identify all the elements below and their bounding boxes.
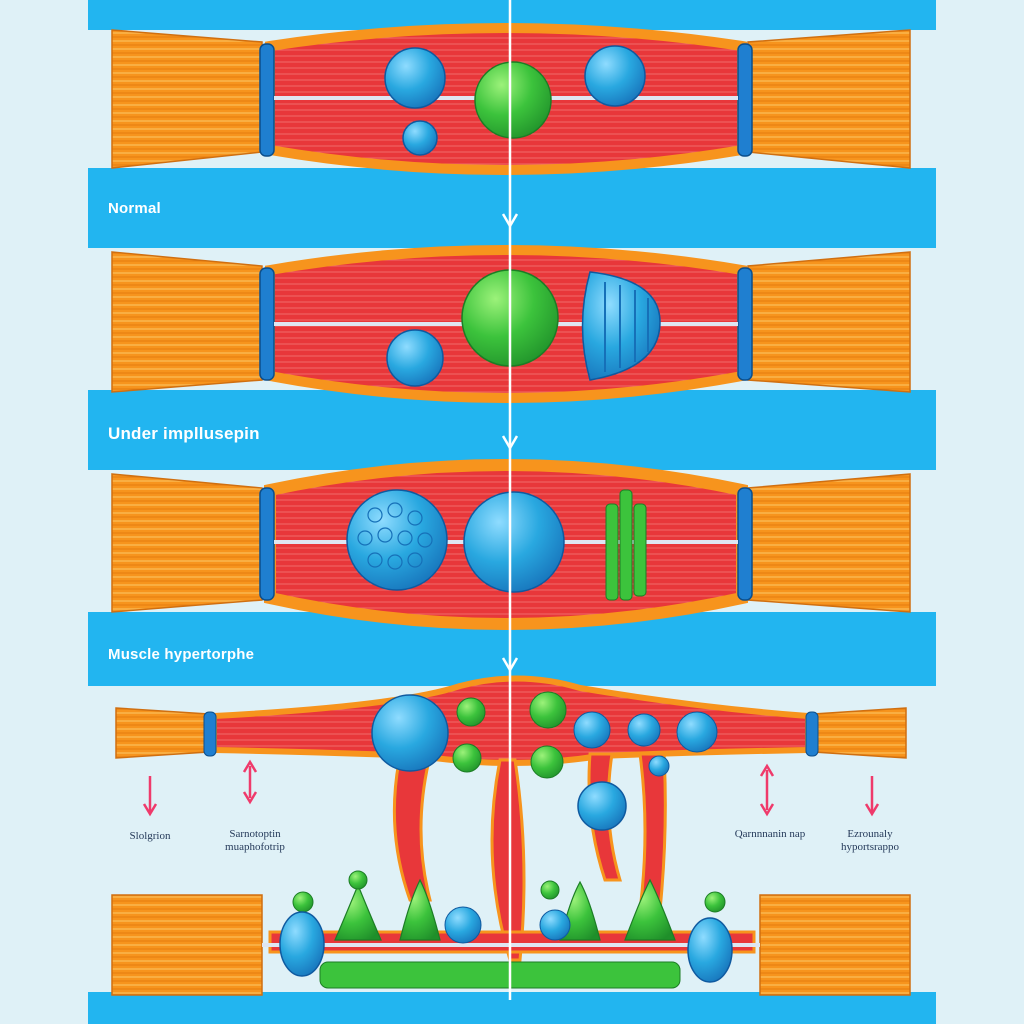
fiber-normal bbox=[111, 23, 911, 175]
blue-cell bbox=[463, 491, 565, 593]
blue-textured-cell bbox=[346, 489, 448, 591]
blue-cell-small bbox=[573, 711, 611, 749]
muscle-strand bbox=[490, 758, 526, 962]
note-left-2: Sarnotoptin muaphofotrip bbox=[225, 828, 285, 853]
arrow-down-icon bbox=[864, 776, 880, 817]
tendon-right bbox=[747, 251, 911, 393]
band-clip-left bbox=[259, 43, 275, 157]
tendon-right bbox=[747, 29, 911, 169]
tendon-left bbox=[115, 707, 209, 759]
cell-texture bbox=[357, 502, 433, 570]
blue-cell-small bbox=[386, 329, 444, 387]
bottom-band bbox=[88, 992, 936, 1024]
blue-cell bbox=[384, 47, 446, 109]
pink-arrows bbox=[142, 759, 880, 817]
tendon-right-bottom bbox=[759, 894, 911, 996]
blue-cell-small bbox=[676, 711, 718, 753]
tendon-left bbox=[111, 251, 263, 393]
arrow-updown-icon bbox=[759, 763, 775, 817]
blue-cell-small bbox=[648, 755, 670, 777]
note-right-1: Qarnnnanin nap bbox=[734, 828, 806, 840]
green-cell-small bbox=[530, 745, 564, 779]
tendon-left-bottom bbox=[111, 894, 263, 996]
green-cell-small bbox=[452, 743, 482, 773]
blue-cell-small bbox=[539, 909, 571, 941]
band-normal bbox=[88, 168, 936, 248]
green-cell-small bbox=[540, 880, 560, 900]
blue-cell-drop bbox=[577, 781, 627, 831]
band-clip-left bbox=[259, 487, 275, 601]
green-cell bbox=[474, 61, 552, 139]
stage-label-hypertrophy: Muscle hypertorphe bbox=[108, 646, 255, 663]
band-clip-left bbox=[203, 711, 217, 757]
stage-label-under-impulse: Under impllusepin bbox=[108, 424, 260, 443]
fiber-hypertrophy bbox=[111, 459, 911, 630]
green-cell-small bbox=[456, 697, 486, 727]
band-clip-right bbox=[737, 267, 753, 381]
tendon-left bbox=[111, 29, 263, 169]
band-clip-left bbox=[259, 267, 275, 381]
tendon-right bbox=[747, 473, 911, 613]
band-clip-right bbox=[805, 711, 819, 757]
note-right-2: Ezrounaly hyportsrappo bbox=[840, 828, 900, 853]
band-under-impulse bbox=[88, 390, 936, 470]
band-clip-right bbox=[737, 487, 753, 601]
muscle-strand bbox=[392, 754, 432, 902]
tendon-right bbox=[813, 707, 907, 759]
blue-cell-small bbox=[444, 906, 482, 944]
blue-cell bbox=[371, 694, 449, 772]
note-left-1: Slolgrion bbox=[129, 830, 171, 842]
arrow-down-icon bbox=[142, 776, 158, 817]
green-cell-small bbox=[704, 891, 726, 913]
tendon-left bbox=[111, 473, 263, 613]
arrow-updown-icon bbox=[242, 759, 258, 805]
green-cell-small bbox=[292, 891, 314, 913]
blue-cell bbox=[584, 45, 646, 107]
blue-cell bbox=[687, 917, 733, 983]
blue-cell-small bbox=[402, 120, 438, 156]
band-clip-right bbox=[737, 43, 753, 157]
blue-disc-stack bbox=[581, 271, 661, 381]
green-cell-small bbox=[348, 870, 368, 890]
sequence-arrow bbox=[501, 0, 519, 1000]
green-cell-small bbox=[529, 691, 567, 729]
green-granules bbox=[319, 961, 681, 989]
blue-cell-small bbox=[627, 713, 661, 747]
stage-label-normal: Normal bbox=[108, 200, 161, 217]
fiber-under-impulse bbox=[111, 245, 911, 403]
green-disc-stack bbox=[605, 489, 647, 601]
blue-cell bbox=[279, 911, 325, 977]
